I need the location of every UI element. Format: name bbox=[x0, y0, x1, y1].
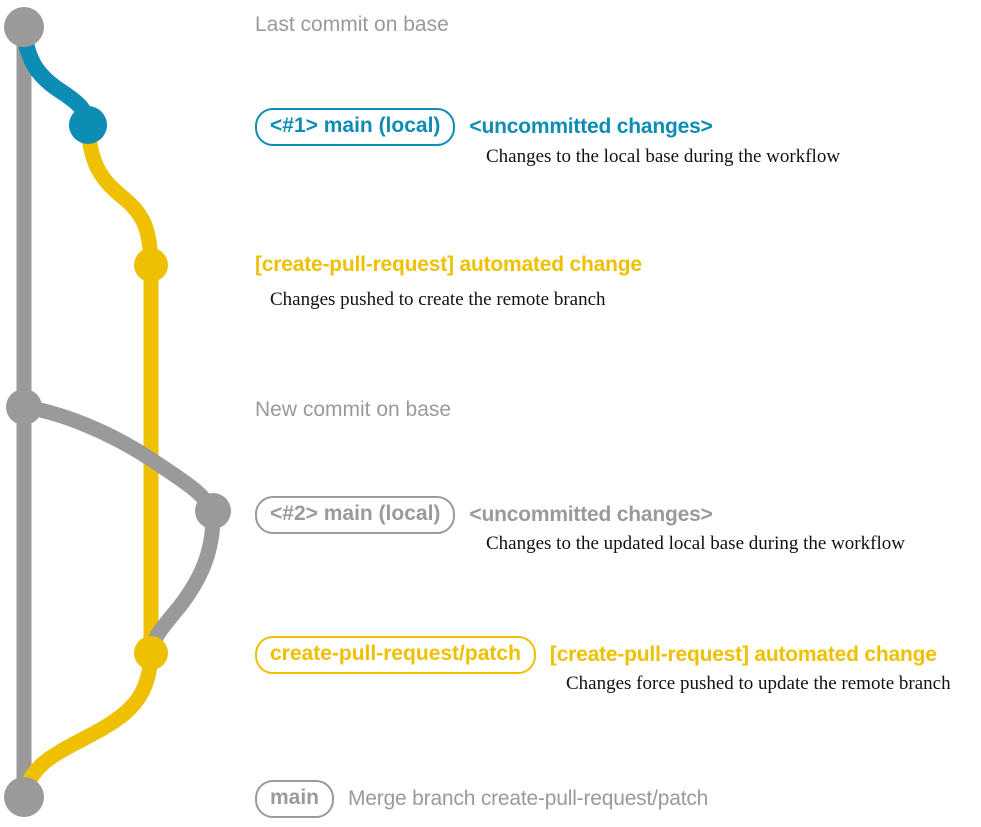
branch-pill-patch[interactable]: create-pull-request/patch bbox=[255, 636, 536, 675]
heading-last-commit-on-base: Last commit on base bbox=[255, 13, 449, 36]
row-merge-commit: main Merge branch create-pull-request/pa… bbox=[255, 780, 709, 819]
row-local-commit-2: <#2> main (local) <uncommitted changes> bbox=[255, 496, 713, 535]
branch-pill-local-2[interactable]: <#2> main (local) bbox=[255, 496, 456, 535]
row-local-commit-1: <#1> main (local) <uncommitted changes> bbox=[255, 108, 713, 147]
commit-nodes bbox=[4, 7, 231, 817]
branch-pill-main[interactable]: main bbox=[255, 780, 335, 819]
node-local-2[interactable] bbox=[195, 493, 231, 529]
row-automated-change-2: create-pull-request/patch [create-pull-r… bbox=[255, 636, 937, 675]
edge-local1-to-patch1 bbox=[80, 117, 159, 273]
commit-subject-merge: Merge branch create-pull-request/patch bbox=[348, 787, 709, 811]
node-base-merge[interactable] bbox=[4, 777, 44, 817]
heading-new-commit-on-base: New commit on base bbox=[255, 398, 452, 421]
commit-subject-local-1: <uncommitted changes> bbox=[469, 115, 713, 139]
edge-basenew-to-local2 bbox=[16, 399, 221, 519]
commit-subject-automated-1: [create-pull-request] automated change bbox=[255, 253, 642, 276]
description-local-commit-1: Changes to the local base during the wor… bbox=[486, 146, 841, 167]
commit-subject-local-2: <uncommitted changes> bbox=[469, 503, 713, 527]
node-patch-2[interactable] bbox=[134, 636, 168, 670]
commit-subject-automated-2: [create-pull-request] automated change bbox=[549, 643, 937, 667]
node-base-new[interactable] bbox=[6, 389, 42, 425]
edge-local2-to-patch2 bbox=[143, 503, 221, 661]
edge-patch2-to-merge bbox=[16, 645, 159, 805]
description-automated-change-2: Changes force pushed to update the remot… bbox=[566, 673, 951, 694]
node-base-last[interactable] bbox=[4, 7, 44, 47]
description-automated-change-1: Changes pushed to create the remote bran… bbox=[270, 289, 606, 310]
row-automated-change-1: [create-pull-request] automated change bbox=[255, 253, 642, 277]
description-local-commit-2: Changes to the updated local base during… bbox=[486, 533, 905, 554]
branch-pill-local-1[interactable]: <#1> main (local) bbox=[255, 108, 456, 147]
node-patch-1[interactable] bbox=[134, 248, 168, 282]
node-local-1[interactable] bbox=[69, 106, 107, 144]
